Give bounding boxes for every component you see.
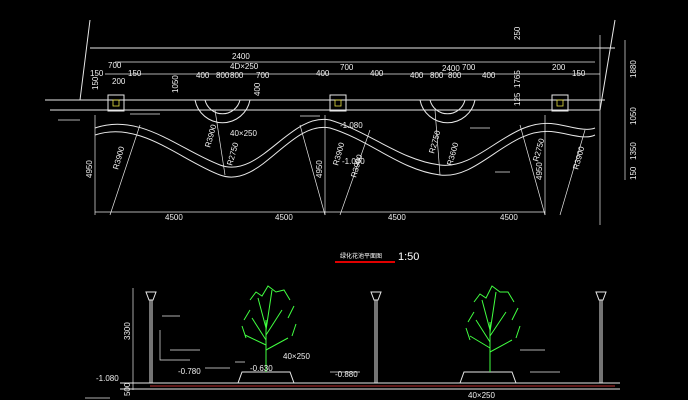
level-2: -0.780 bbox=[178, 367, 201, 376]
dim-col-7: 800 bbox=[230, 71, 244, 80]
radius-2: R3900 bbox=[203, 123, 218, 149]
dim-right-7: 150 bbox=[629, 166, 638, 180]
dim-left-2: 1050 bbox=[171, 75, 180, 93]
dim-col-2: 150 bbox=[90, 69, 104, 78]
section-height-dim: 3300 bbox=[123, 322, 132, 340]
bottom-dim-1: 4500 bbox=[165, 213, 183, 222]
radius-6: R2750 bbox=[427, 129, 442, 155]
radius-7: R3600 bbox=[445, 141, 460, 167]
mid-label-1: 40×250 bbox=[230, 129, 257, 138]
dim-right-5: 1050 bbox=[629, 107, 638, 125]
section-label-2: 40×250 bbox=[468, 391, 495, 400]
dim-right-2: 1880 bbox=[629, 60, 638, 78]
right-dim: 4950 bbox=[535, 162, 544, 180]
radius-9: R3900 bbox=[571, 145, 586, 171]
left-dim: 4950 bbox=[85, 160, 94, 178]
lamp-post-3 bbox=[595, 291, 607, 383]
dim-top-2: 4D×250 bbox=[230, 62, 259, 71]
section-label-3: 500 bbox=[123, 382, 132, 396]
dim-col-11: 400 bbox=[370, 69, 384, 78]
level-1: -1.080 bbox=[96, 374, 119, 383]
level-4: -0.880 bbox=[335, 370, 358, 379]
plan-title: 绿化花池平面图 bbox=[340, 252, 382, 260]
radius-1: R3900 bbox=[111, 145, 126, 171]
plan-view bbox=[45, 19, 626, 225]
tree-2 bbox=[465, 285, 521, 372]
radius-3: R2750 bbox=[225, 141, 240, 167]
bottom-dim-3: 4500 bbox=[388, 213, 406, 222]
level-3: -0.630 bbox=[250, 364, 273, 373]
dim-col-8: 700 bbox=[256, 71, 270, 80]
plan-scale: 1:50 bbox=[398, 251, 419, 263]
dim-col-18: 150 bbox=[572, 69, 586, 78]
radius-8: R2750 bbox=[531, 137, 546, 163]
bottom-dim-2: 4500 bbox=[275, 213, 293, 222]
dim-col-15: 700 bbox=[462, 63, 476, 72]
dim-col-16: 400 bbox=[482, 71, 496, 80]
dim-left-3: 400 bbox=[253, 82, 262, 96]
bottom-dim-4: 4500 bbox=[500, 213, 518, 222]
dim-col-5: 400 bbox=[196, 71, 210, 80]
lamp-post-2 bbox=[370, 291, 382, 383]
dim-col-17: 200 bbox=[552, 63, 566, 72]
tree-1 bbox=[241, 285, 297, 372]
dim-col-4: 150 bbox=[128, 69, 142, 78]
dim-top-3: 2400 bbox=[442, 64, 460, 73]
dim-col-12: 400 bbox=[410, 71, 424, 80]
lamp-post-1 bbox=[145, 291, 157, 383]
dim-col-14: 800 bbox=[448, 71, 462, 80]
mid-dim: 4950 bbox=[315, 160, 324, 178]
dim-col-1: 700 bbox=[108, 61, 122, 70]
dim-right-4: 1765 bbox=[513, 70, 522, 88]
plan-title-block: 绿化花池平面图 1:50 bbox=[335, 251, 419, 263]
mid-label-3: -1.080 bbox=[342, 157, 365, 166]
mid-label-2: -1.080 bbox=[340, 121, 363, 130]
dim-left-1: 150 bbox=[91, 76, 100, 90]
dim-right-6: 1350 bbox=[629, 142, 638, 160]
dim-col-10: 700 bbox=[340, 63, 354, 72]
section-label-1: 40×250 bbox=[283, 352, 310, 361]
dim-right-3: 125 bbox=[513, 92, 522, 106]
dim-col-6: 800 bbox=[216, 71, 230, 80]
dim-col-13: 800 bbox=[430, 71, 444, 80]
dim-right-1: 250 bbox=[513, 26, 522, 40]
dim-col-9: 400 bbox=[316, 69, 330, 78]
dim-top-1: 2400 bbox=[232, 52, 250, 61]
section-view: 3300 -1.080 -0.780 -0.630 bbox=[85, 285, 620, 400]
dim-col-3: 200 bbox=[112, 77, 126, 86]
